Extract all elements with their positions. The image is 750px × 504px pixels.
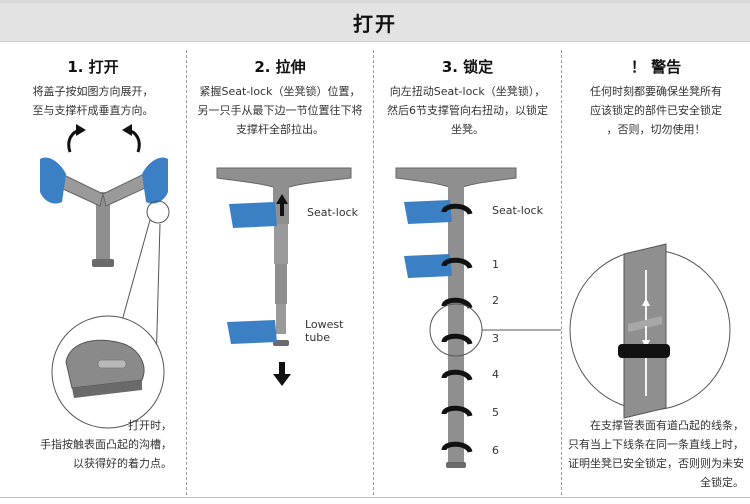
- callout-line: 只有当上下线条在同一条直线上时，: [568, 438, 744, 451]
- hand-icon: [404, 254, 452, 278]
- warning-illustration: [569, 243, 731, 419]
- callout-text: 在支撑管表面有道凸起的线条， 只有当上下线条在同一条直线上时， 证明坐凳已安全锁…: [562, 416, 744, 492]
- hand-icon: [142, 157, 168, 204]
- twist-arrow-icon: [441, 405, 473, 418]
- step-description: 将盖子按如图方向展开， 至与支撑杆成垂直方向。: [0, 82, 186, 120]
- pole-segment: [275, 264, 287, 304]
- top-rule: [0, 0, 750, 3]
- hand-icon: [404, 200, 452, 224]
- header-banner: 打开: [0, 3, 750, 42]
- callout-line: 打开时，: [128, 419, 172, 432]
- arrow-shaft-icon: [279, 362, 285, 376]
- panel-divider: [561, 50, 562, 495]
- step-title: 1. 打开: [67, 58, 119, 76]
- twist-arrow-icon: [441, 441, 473, 454]
- groove-detail: [97, 359, 127, 369]
- down-arrow-icon: [273, 374, 291, 386]
- pole-foot: [446, 462, 466, 468]
- twist-arrow-icon: [441, 333, 473, 346]
- tube-number: 2: [492, 294, 499, 307]
- step-title: 2. 拉伸: [254, 58, 306, 76]
- desc-line: ，否则，切勿使用！: [606, 123, 706, 136]
- arrow-up-icon: [642, 298, 650, 306]
- tube-number: 6: [492, 444, 499, 457]
- arrow-head-icon: [122, 124, 132, 136]
- panel-divider: [373, 50, 374, 495]
- callout-text: 打开时， 手指按触表面凸起的沟槽， 以获得好的着力点。: [20, 416, 172, 473]
- lowest-tube-label: Lowest tube: [305, 318, 343, 344]
- lid-detail-edge: [72, 380, 142, 398]
- panel-lock: 3. 锁定 向左扭动Seat-lock（坐凳锁）， 然后6节支撑管向右扭动，以锁…: [374, 44, 561, 496]
- callout-line: 证明坐凳已安全锁定，否则则为未安全锁定。: [568, 457, 744, 489]
- twist-arrow-icon: [441, 257, 473, 270]
- label-line: tube: [305, 331, 331, 344]
- extend-illustration: [216, 167, 352, 386]
- label-line: Lowest: [305, 318, 344, 331]
- lock-ring: [618, 344, 670, 358]
- step-description: 紧握Seat-lock（坐凳锁）位置， 另一只手从最下边一节位置往下将 支撑杆全…: [187, 82, 373, 139]
- tube-number: 3: [492, 332, 499, 345]
- page-title: 打开: [353, 11, 397, 36]
- pole-foot: [273, 340, 289, 346]
- desc-line: 应该锁定的部件已安全锁定: [590, 104, 722, 117]
- hand-icon: [40, 157, 66, 204]
- lock-illustration: [395, 167, 561, 468]
- seat-lock-label: Seat-lock: [307, 206, 358, 219]
- tube-joint: [628, 316, 662, 332]
- desc-line: 坐凳。: [451, 123, 484, 136]
- zoom-line: [119, 219, 151, 329]
- seat-lock-label: Seat-lock: [492, 204, 543, 217]
- stool-foot: [92, 259, 114, 267]
- panel-extend: 2. 拉伸 紧握Seat-lock（坐凳锁）位置， 另一只手从最下边一节位置往下…: [187, 44, 373, 496]
- tube-number: 5: [492, 406, 499, 419]
- pole-segment: [274, 224, 288, 264]
- desc-line: 支撑杆全部拉出。: [236, 123, 324, 136]
- tube-number: 4: [492, 368, 499, 381]
- arrow-head-icon: [276, 194, 288, 204]
- stool-pole: [96, 192, 110, 262]
- open-illustration: [40, 124, 170, 429]
- arrow-head-icon: [76, 124, 86, 136]
- panel-open: 1. 打开 将盖子按如图方向展开， 至与支撑杆成垂直方向。: [0, 44, 186, 496]
- pole: [448, 184, 464, 464]
- callout-line: 手指按触表面凸起的沟槽，: [40, 438, 172, 451]
- pole-segment: [276, 304, 286, 334]
- desc-line: 然后6节支撑管向右扭动，以锁定: [387, 104, 548, 117]
- desc-line: 任何时刻都要确保坐凳所有: [590, 85, 722, 98]
- desc-line: 另一只手从最下边一节位置往下将: [197, 104, 363, 117]
- panel-divider: [186, 50, 187, 495]
- desc-line: 紧握Seat-lock（坐凳锁）位置，: [199, 85, 361, 98]
- bottom-rule: [0, 497, 750, 498]
- step-description: 向左扭动Seat-lock（坐凳锁）， 然后6节支撑管向右扭动，以锁定 坐凳。: [374, 82, 561, 139]
- twist-arrow-icon: [441, 297, 473, 310]
- arrow-shaft-icon: [280, 202, 284, 216]
- zoom-circle: [146, 200, 170, 224]
- zoom-line: [155, 223, 161, 367]
- tube-number: 1: [492, 258, 499, 271]
- hand-icon: [229, 202, 277, 228]
- step-title: ！ 警告: [630, 58, 682, 76]
- callout-line: 在支撑管表面有道凸起的线条，: [590, 419, 744, 432]
- step-description: 任何时刻都要确保坐凳所有 应该锁定的部件已安全锁定 ，否则，切勿使用！: [562, 82, 750, 139]
- desc-line: 至与支撑杆成垂直方向。: [32, 104, 154, 117]
- panel-warning: ！ 警告 任何时刻都要确保坐凳所有 应该锁定的部件已安全锁定 ，否则，切勿使用！…: [562, 44, 750, 496]
- callout-line: 以获得好的着力点。: [73, 457, 172, 470]
- desc-line: 将盖子按如图方向展开，: [32, 85, 154, 98]
- hand-icon: [227, 320, 277, 344]
- twist-arrow-icon: [441, 369, 473, 382]
- desc-line: 向左扭动Seat-lock（坐凳锁），: [389, 85, 546, 98]
- twist-arrow-icon: [441, 203, 473, 216]
- step-title: 3. 锁定: [441, 58, 494, 76]
